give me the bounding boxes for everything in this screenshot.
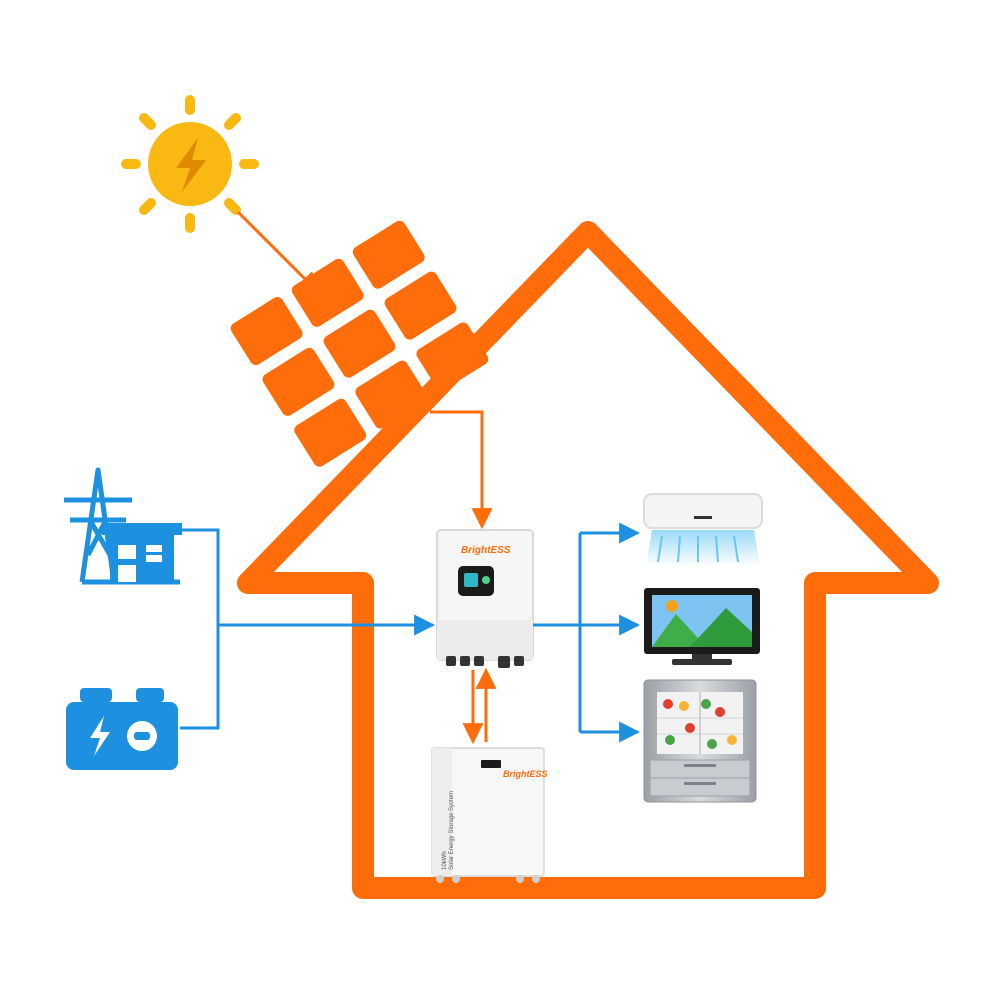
inverter: BrightESS: [436, 529, 534, 668]
input-lines: [180, 528, 436, 730]
sun-to-panel-arrow: [236, 210, 320, 294]
generator-icon: [66, 688, 178, 770]
inverter-brand: BrightESS: [461, 545, 511, 556]
panel-to-inverter-line: [430, 410, 493, 530]
house-outline: [237, 221, 939, 899]
battery-system-label: Solar Energy Storage System: [449, 791, 455, 870]
battery-cabinet: BrightESS 10kWh Solar Energy Storage Sys…: [431, 747, 548, 883]
power-grid-icon: [64, 467, 182, 585]
sun-icon: [121, 95, 259, 233]
battery-display: [481, 760, 501, 768]
tv-icon: [644, 588, 760, 665]
air-conditioner-icon: [643, 493, 763, 566]
output-lines: [533, 522, 641, 743]
battery-brand: BrightESS: [503, 769, 548, 779]
battery-capacity-label: 10kWh: [442, 851, 448, 870]
fridge-icon: [643, 679, 757, 803]
solar-panel-icon: [230, 220, 489, 467]
